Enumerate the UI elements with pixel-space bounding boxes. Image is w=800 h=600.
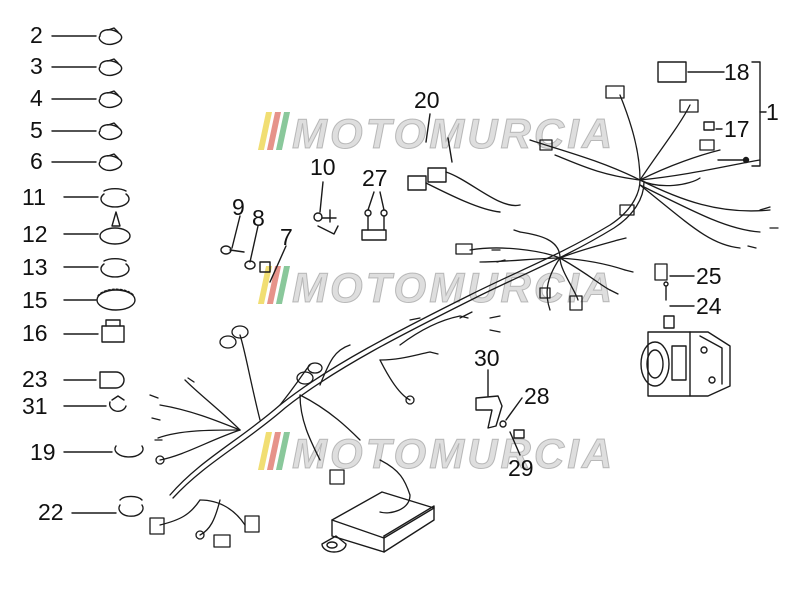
group-bracket-1: [717, 61, 767, 167]
callout-29: 29: [508, 455, 534, 481]
tie-22: [71, 495, 144, 517]
clamp-5: [51, 122, 123, 141]
callout-1: 1: [766, 99, 779, 125]
washer-8: [244, 225, 259, 270]
washer-24: [663, 305, 695, 329]
connector-20: [407, 113, 521, 213]
callout-10: 10: [310, 154, 336, 180]
clamp-2: [51, 27, 123, 46]
callout-27: 27: [362, 165, 388, 191]
callout-18: 18: [724, 59, 750, 85]
callout-12: 12: [22, 221, 48, 247]
callout-13: 13: [22, 254, 48, 280]
clip-16: [63, 319, 125, 343]
callout-25: 25: [696, 263, 722, 289]
clamp-6: [51, 153, 123, 172]
clamp-4: [51, 90, 123, 109]
callout-15: 15: [22, 287, 48, 313]
clip-31: [63, 395, 127, 412]
bracket-30: [475, 369, 503, 429]
callout-28: 28: [524, 383, 550, 409]
tie-13: [63, 258, 130, 278]
callout-11: 11: [22, 184, 46, 210]
tie-19: [63, 445, 144, 458]
nut-29: [509, 429, 525, 456]
callout-22: 22: [38, 499, 64, 525]
part-17: [703, 121, 723, 131]
callout-16: 16: [22, 320, 48, 346]
bracket-7: [259, 245, 287, 283]
clamp-3: [51, 58, 123, 77]
callout-9: 9: [232, 194, 245, 220]
callout-3: 3: [30, 53, 43, 79]
callout-2: 2: [30, 22, 43, 48]
screw-25: [663, 275, 695, 301]
callout-20: 20: [414, 87, 440, 113]
callout-5: 5: [30, 117, 43, 143]
callout-23: 23: [22, 366, 48, 392]
holder-12: [63, 211, 131, 245]
tie-11: [63, 188, 130, 208]
bracket-27: [361, 191, 388, 241]
callout-6: 6: [30, 148, 43, 174]
part-18: [657, 61, 725, 83]
washer-28: [499, 397, 523, 428]
watermark-text: MOTOMURCIA: [291, 430, 616, 478]
washer-9: [220, 215, 245, 255]
callout-31: 31: [22, 393, 48, 419]
callout-19: 19: [30, 439, 56, 465]
control-unit: [321, 491, 435, 553]
callout-4: 4: [30, 85, 43, 111]
throttle-body: [640, 331, 731, 397]
clip-23: [63, 371, 125, 389]
bolt-10: [313, 181, 339, 235]
callout-17: 17: [724, 116, 750, 142]
callout-8: 8: [252, 205, 265, 231]
callout-30: 30: [474, 345, 500, 371]
callout-7: 7: [280, 224, 293, 250]
callout-24: 24: [696, 293, 722, 319]
wiring-harness: [149, 85, 779, 548]
tie-15: [63, 288, 136, 311]
